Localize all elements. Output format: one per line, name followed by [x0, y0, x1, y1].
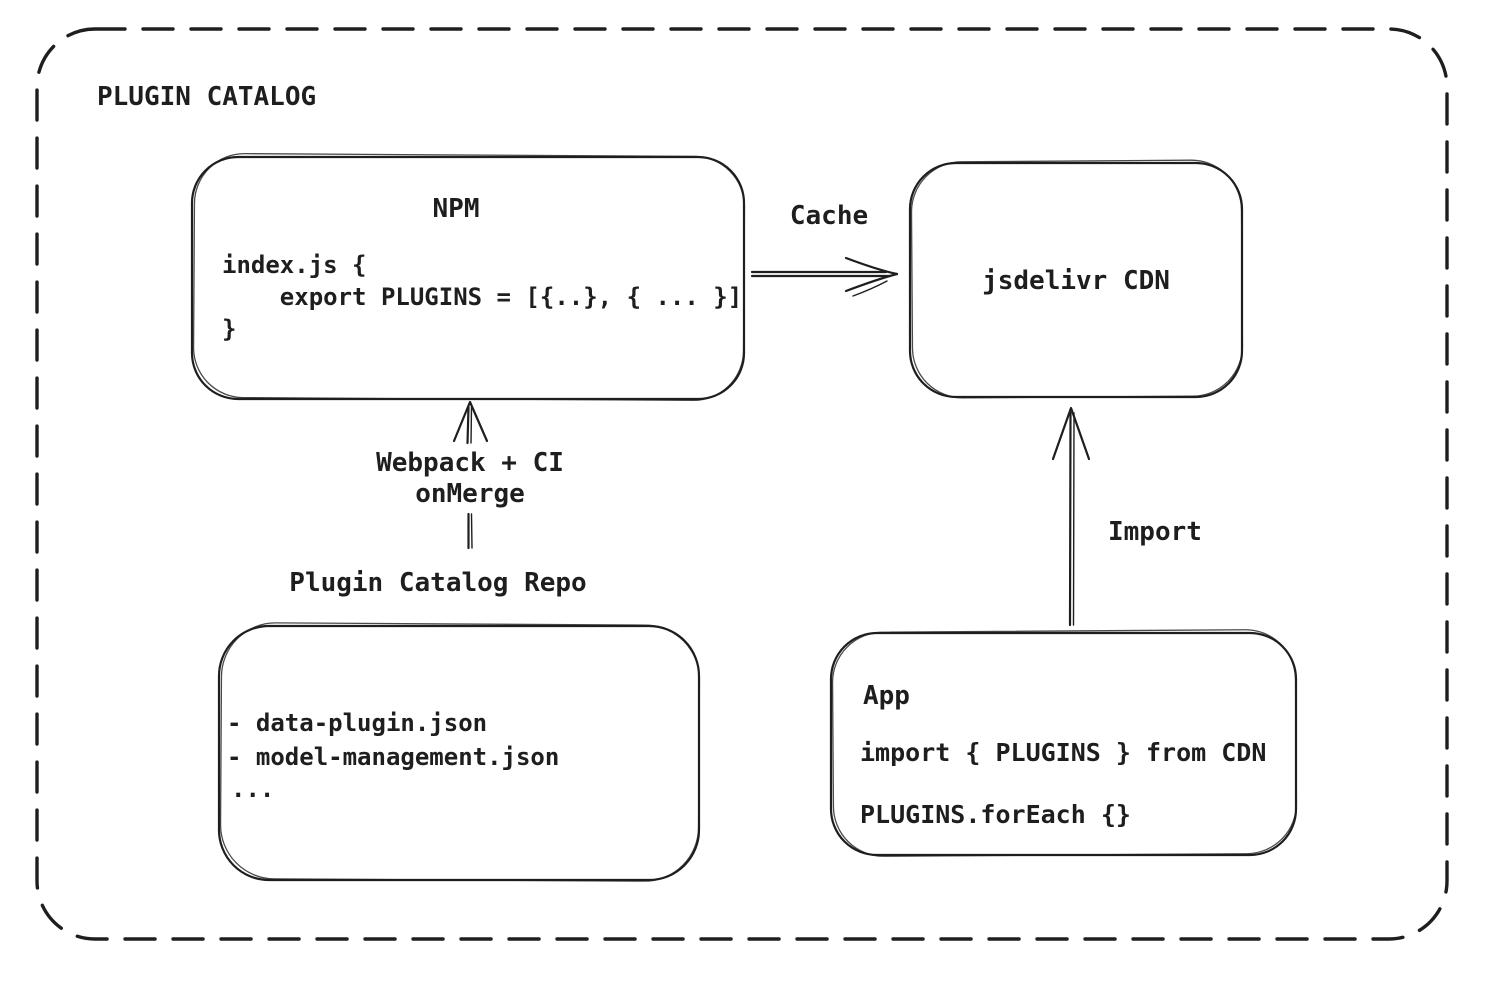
- cache-arrow-label: Cache: [789, 201, 869, 231]
- repo-box-label: Plugin Catalog Repo: [289, 568, 587, 598]
- build-arrow-label-line1: Webpack + CI: [376, 448, 564, 478]
- app-box-title: App: [863, 681, 910, 711]
- repo-file-item: ...: [231, 775, 275, 803]
- build-connector-line: [469, 514, 473, 548]
- npm-code-line: }: [222, 315, 237, 343]
- npm-code-line: index.js {: [222, 251, 367, 279]
- app-code-line: import { PLUGINS } from CDN: [860, 738, 1267, 767]
- app-code-line: PLUGINS.forEach {}: [860, 800, 1131, 829]
- cache-arrow: [752, 258, 897, 296]
- npm-box-title: NPM: [432, 194, 480, 224]
- build-arrow: [454, 402, 487, 443]
- catalog-title: PLUGIN CATALOG: [97, 82, 317, 112]
- build-arrow-label-line2: onMerge: [415, 479, 525, 509]
- npm-box-sketch: [193, 153, 744, 400]
- app-box-sketch: [832, 629, 1297, 856]
- npm-code-line: export PLUGINS = [{..}, { ... }]: [222, 283, 743, 311]
- cdn-box-label: jsdelivr CDN: [982, 266, 1170, 296]
- repo-file-item: - data-plugin.json: [227, 709, 488, 737]
- catalog-boundary: [37, 29, 1447, 939]
- repo-file-item: - model-management.json: [227, 743, 560, 771]
- cdn-box-sketch: [911, 160, 1243, 398]
- import-arrow-label: Import: [1108, 517, 1202, 547]
- import-arrow: [1053, 408, 1089, 625]
- repo-box-sketch: [220, 623, 700, 882]
